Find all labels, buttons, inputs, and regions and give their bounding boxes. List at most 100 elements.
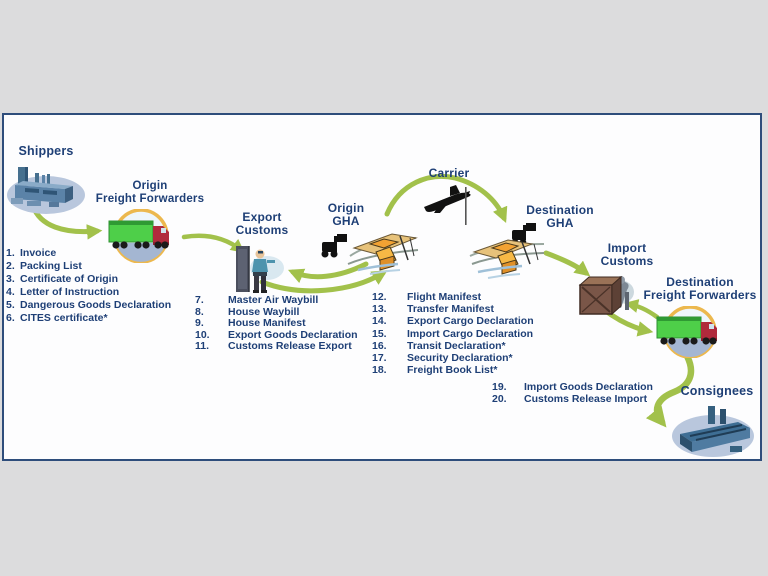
document-number: 18. xyxy=(372,364,387,377)
document-list-item: 7. Master Air Waybill xyxy=(195,294,375,307)
document-title: Export Goods Declaration xyxy=(228,328,358,341)
destination-ff-line1: Destination xyxy=(666,275,734,289)
destination-gha-label: Destination GHA xyxy=(518,204,602,230)
origin-freight-forwarders-label: Origin Freight Forwarders xyxy=(85,180,215,206)
consignees-factory-icon xyxy=(668,400,758,460)
diagram-panel xyxy=(2,113,762,461)
document-title: Customs Release Import xyxy=(524,393,648,405)
shippers-label-text: Shippers xyxy=(18,144,74,158)
consignees-label: Consignees xyxy=(676,385,758,398)
destination-gha-forklift-cargo-icon xyxy=(466,220,550,284)
arrow-export-customs-to-origin-gha xyxy=(259,270,388,294)
document-title: Transfer Manifest xyxy=(407,303,494,316)
arrow-origin-gha-to-destination-gha-via-carrier xyxy=(384,173,508,223)
arrow-destination-gha-to-import-customs xyxy=(543,250,591,277)
import-documents-list: 19. Import Goods Declaration 20. Customs… xyxy=(492,381,662,405)
document-title: Security Declaration* xyxy=(407,352,513,365)
origin-gha-line2: GHA xyxy=(332,214,360,228)
document-title: Import Goods Declaration xyxy=(524,381,653,393)
document-list-item: 5. Dangerous Goods Declaration xyxy=(6,299,201,312)
origin-ff-line2: Freight Forwarders xyxy=(95,193,205,205)
document-list-item: 3. Certificate of Origin xyxy=(6,273,201,286)
document-list-item: 4. Letter of Instruction xyxy=(6,286,201,299)
destination-freight-forwarders-label: Destination Freight Forwarders xyxy=(636,276,764,302)
document-list-item: 16. Transit Declaration* xyxy=(372,340,552,352)
document-number: 3. xyxy=(6,273,15,285)
document-title: CITES certificate* xyxy=(20,312,108,324)
origin-forwarder-truck-icon xyxy=(103,209,185,263)
destination-gha-line1: Destination xyxy=(526,203,594,217)
document-list-item: 2. Packing List xyxy=(6,260,201,273)
document-number: 4. xyxy=(6,286,15,298)
document-number: 20. xyxy=(492,393,507,405)
carrier-label: Carrier xyxy=(421,167,477,180)
document-list-item: 18. Freight Book List* xyxy=(372,364,552,376)
document-list-item: 9. House Manifest xyxy=(195,318,375,330)
document-title: Flight Manifest xyxy=(407,291,482,303)
document-number: 10. xyxy=(195,328,210,341)
document-title: Invoice xyxy=(20,247,57,259)
origin-gha-line1: Origin xyxy=(327,201,365,215)
document-list-item: 20. Customs Release Import xyxy=(492,393,662,405)
document-number: 5. xyxy=(6,299,15,311)
document-list-item: 13. Transfer Manifest xyxy=(372,303,552,315)
import-customs-label: Import Customs xyxy=(594,242,660,268)
arrow-origin-gha-to-export-customs xyxy=(287,261,369,284)
shippers-label: Shippers xyxy=(8,145,84,158)
origin-gha-forklift-cargo-icon xyxy=(314,226,422,278)
document-title: House Waybill xyxy=(228,305,300,318)
document-number: 16. xyxy=(372,339,387,352)
import-customs-line2: Customs xyxy=(600,254,654,268)
document-title: Transit Declaration* xyxy=(407,339,506,352)
export-customs-officer-icon xyxy=(233,242,285,295)
import-customs-line1: Import xyxy=(607,241,647,255)
document-list-item: 1. Invoice xyxy=(6,247,201,260)
document-number: 11. xyxy=(195,340,210,353)
document-title: Customs Release Export xyxy=(228,340,352,353)
document-number: 15. xyxy=(372,327,387,340)
import-customs-crate-icon xyxy=(575,270,637,318)
document-list-item: 11. Customs Release Export xyxy=(195,341,375,353)
document-title: Packing List xyxy=(20,260,82,272)
document-number: 7. xyxy=(195,294,204,306)
document-number: 12. xyxy=(372,291,387,303)
document-number: 1. xyxy=(6,247,15,259)
consignees-label-text: Consignees xyxy=(680,384,754,398)
document-title: Export Cargo Declaration xyxy=(407,315,534,328)
origin-gha-label: Origin GHA xyxy=(317,202,375,228)
document-list-item: 17. Security Declaration* xyxy=(372,352,552,364)
origin-ff-line1: Origin xyxy=(132,180,168,192)
shipper-documents-list: 1. Invoice 2. Packing List 3. Certificat… xyxy=(6,247,201,325)
arrow-forwarder-to-import-customs xyxy=(624,299,660,320)
document-title: Letter of Instruction xyxy=(20,286,120,298)
export-customs-label: Export Customs xyxy=(224,211,300,237)
export-customs-line2: Customs xyxy=(235,223,289,237)
carrier-airplane-icon xyxy=(420,183,478,227)
shippers-factory-icon xyxy=(5,161,87,215)
document-number: 14. xyxy=(372,315,387,328)
document-title: Master Air Waybill xyxy=(228,294,319,306)
document-title: House Manifest xyxy=(228,317,306,330)
document-number: 19. xyxy=(492,381,507,393)
document-number: 6. xyxy=(6,312,15,324)
document-list-item: 15. Import Cargo Declaration xyxy=(372,328,552,340)
document-number: 2. xyxy=(6,260,15,272)
gha-documents-list: 12. Flight Manifest 13. Transfer Manifes… xyxy=(372,291,552,376)
document-title: Dangerous Goods Declaration xyxy=(20,299,172,311)
document-number: 9. xyxy=(195,317,204,330)
document-title: Certificate of Origin xyxy=(20,273,119,285)
destination-gha-line2: GHA xyxy=(546,216,574,230)
destination-forwarder-truck-icon xyxy=(650,306,732,358)
document-list-item: 10. Export Goods Declaration xyxy=(195,328,375,342)
carrier-label-text: Carrier xyxy=(428,166,470,180)
arrow-forwarder-to-consignees xyxy=(645,352,695,428)
export-customs-line1: Export xyxy=(242,210,282,224)
document-number: 17. xyxy=(372,352,387,365)
forwarder-documents-list: 7. Master Air Waybill 8. House Waybill 9… xyxy=(195,294,375,353)
document-number: 8. xyxy=(195,305,204,318)
document-list-item: 6. CITES certificate* xyxy=(6,312,201,325)
document-title: Freight Book List* xyxy=(407,364,498,377)
document-number: 13. xyxy=(372,303,387,316)
document-list-item: 8. House Waybill xyxy=(195,305,375,319)
